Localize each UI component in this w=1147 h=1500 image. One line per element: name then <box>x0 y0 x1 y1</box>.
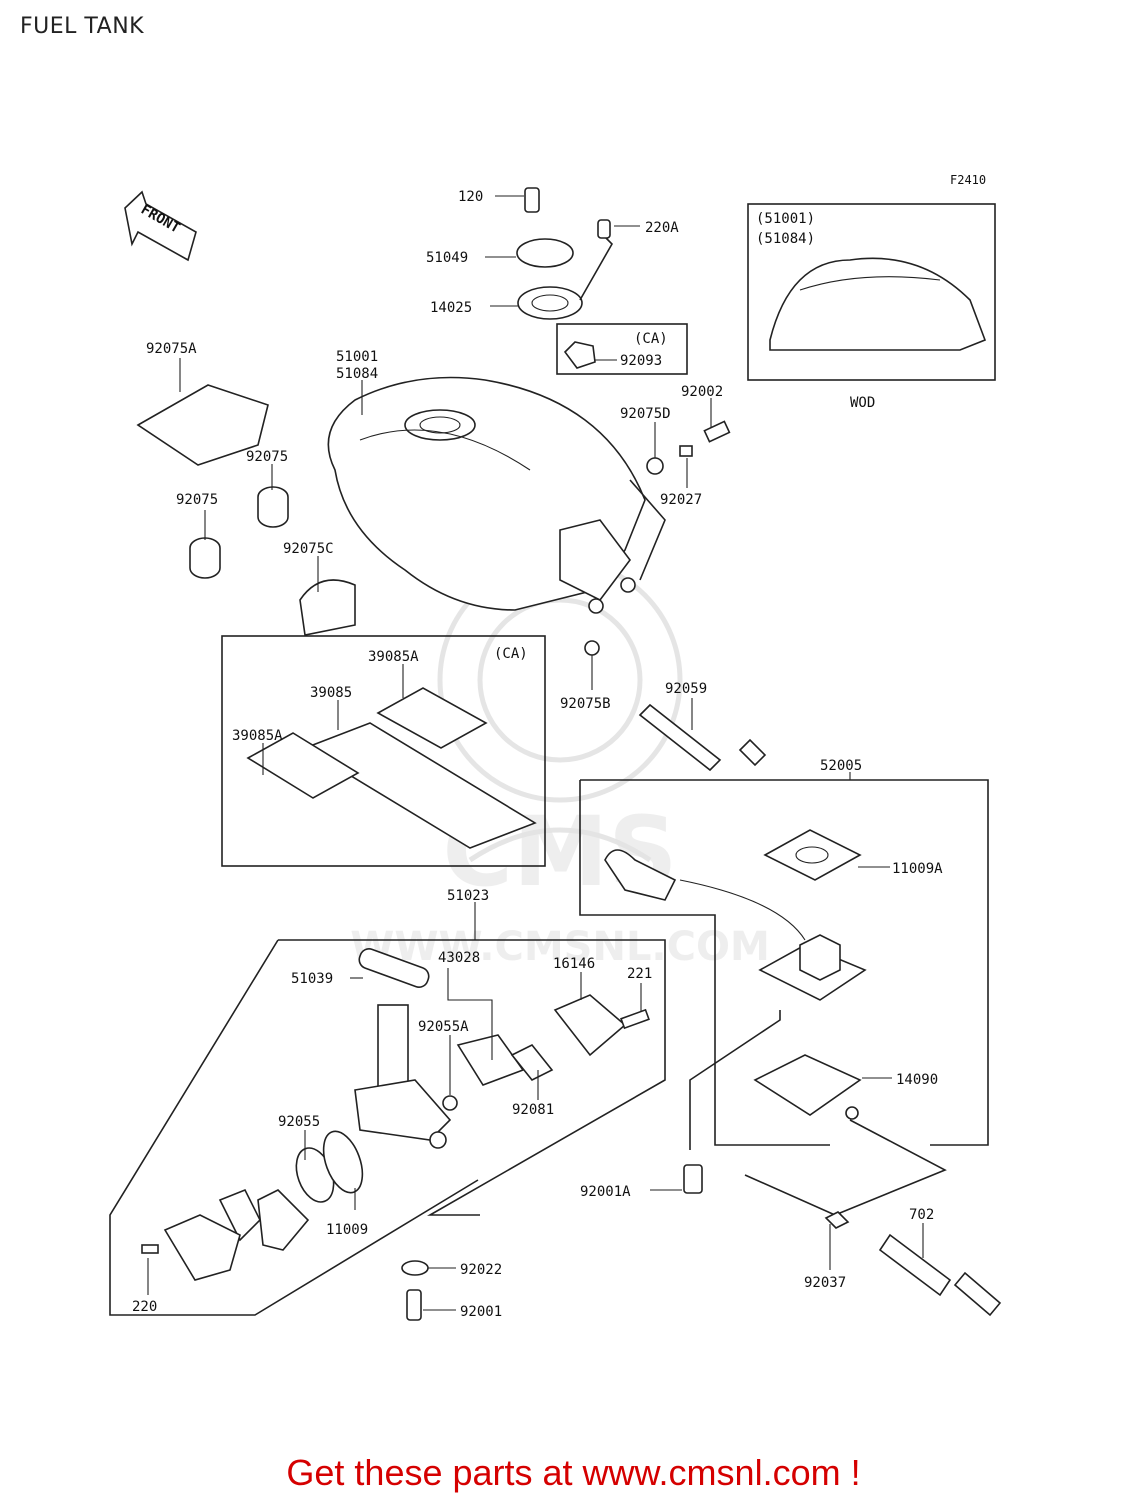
fuel-tank <box>327 376 646 614</box>
part-label-51023: 51023 <box>447 888 489 904</box>
part-label-51084: 51084 <box>336 366 378 382</box>
part-label-11009: 11009 <box>326 1222 368 1238</box>
part-label-220: 220 <box>132 1299 157 1315</box>
part-label-52005: 52005 <box>820 758 862 774</box>
part-label-92055: 92055 <box>278 1114 320 1130</box>
part-label-14025: 14025 <box>430 300 472 316</box>
part-label-92037: 92037 <box>804 1275 846 1291</box>
part-label-16146: 16146 <box>553 956 595 972</box>
part-label-39085a-top: 39085A <box>368 649 419 665</box>
part-label-92027: 92027 <box>660 492 702 508</box>
page-title: FUEL TANK <box>20 14 145 39</box>
hose-92059 <box>638 703 767 772</box>
part-label-92075d: 92075D <box>620 406 671 422</box>
part-label-92022: 92022 <box>460 1262 502 1278</box>
watermark-url: WWW.CMSNL.COM <box>350 924 770 970</box>
fuel-petcock-group <box>109 939 666 1321</box>
part-label-702: 702 <box>909 1207 934 1223</box>
part-label-92075c: 92075C <box>283 541 334 557</box>
part-label-92059: 92059 <box>665 681 707 697</box>
fuel-cap-parts <box>516 187 688 375</box>
label-pads-group <box>221 635 546 867</box>
inset-ref-51001: (51001) <box>756 211 815 227</box>
drain-hose-702 <box>824 1211 1002 1317</box>
exploded-parts-diagram: CMS WWW.CMSNL.COM F2410 FRONT (51001) (5… <box>109 173 1002 1321</box>
part-label-51049: 51049 <box>426 250 468 266</box>
part-label-11009a: 11009A <box>892 861 943 877</box>
part-label-51001: 51001 <box>336 349 378 365</box>
leader-lines <box>147 195 924 1311</box>
front-arrow-icon: FRONT <box>124 190 197 262</box>
inset-caption: WOD <box>850 395 875 411</box>
group-label-ca-labels: (CA) <box>494 646 528 662</box>
part-label-39085: 39085 <box>310 685 352 701</box>
part-label-92075-b: 92075 <box>176 492 218 508</box>
part-label-92001: 92001 <box>460 1304 502 1320</box>
part-label-120: 120 <box>458 189 483 205</box>
part-label-92002: 92002 <box>681 384 723 400</box>
diagram-id: F2410 <box>950 173 986 187</box>
part-label-92001a: 92001A <box>580 1184 631 1200</box>
part-label-51039: 51039 <box>291 971 333 987</box>
part-label-220a: 220A <box>645 220 679 236</box>
part-label-14090: 14090 <box>896 1072 938 1088</box>
part-label-92055a: 92055A <box>418 1019 469 1035</box>
watermark: CMS WWW.CMSNL.COM <box>350 557 770 970</box>
fuel-sender-group <box>579 779 989 1216</box>
part-label-92075a: 92075A <box>146 341 197 357</box>
part-label-92081: 92081 <box>512 1102 554 1118</box>
group-label-ca-top: (CA) <box>634 331 668 347</box>
part-labels: 120 220A 51049 14025 (CA) 92093 92075A 5… <box>132 189 943 1320</box>
part-label-221: 221 <box>627 966 652 982</box>
part-label-43028: 43028 <box>438 950 480 966</box>
inset-ref-51084: (51084) <box>756 231 815 247</box>
part-label-92075-a: 92075 <box>246 449 288 465</box>
part-label-92075b: 92075B <box>560 696 611 712</box>
inset-tank-cover: (51001) (51084) WOD <box>747 203 996 411</box>
mount-parts <box>136 384 731 656</box>
part-label-39085a-left: 39085A <box>232 728 283 744</box>
promo-footer-link[interactable]: Get these parts at www.cmsnl.com ! <box>286 1452 861 1493</box>
part-label-92093: 92093 <box>620 353 662 369</box>
